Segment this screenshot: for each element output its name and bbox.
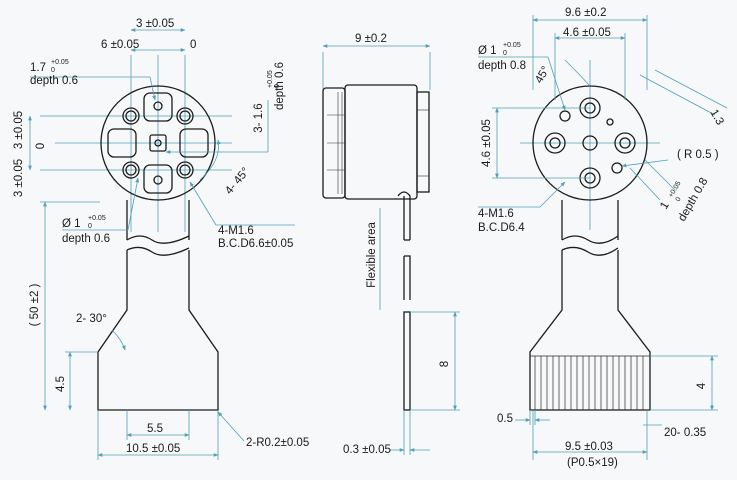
rear-width-4-6: 4.6 ±0.05	[563, 27, 611, 39]
thickness-0-3: 0.3 ±0.05	[343, 444, 391, 456]
phi-1-rear-tol-dn: 0	[503, 50, 507, 57]
phi-1-front-tol-dn: 0	[88, 223, 92, 230]
contact-fingers	[530, 355, 650, 410]
flexible-area: Flexible area	[366, 221, 378, 287]
dim-1-7-tol-up: +0.05	[51, 59, 69, 66]
rear-angle-45: 45°	[533, 64, 552, 85]
angle-2-30: 2- 30°	[76, 313, 107, 325]
dim-1-7: 1.7	[30, 62, 46, 74]
side-view: 9 ±0.2 Flexible area 8 0.3 ±0.05	[322, 33, 460, 456]
radius-2-r0-2: 2-R0.2±0.05	[246, 437, 309, 449]
depth-0-6-c: depth 0.6	[62, 233, 110, 245]
depth-0-6-a: depth 0.6	[30, 75, 78, 87]
dim-0-5: 0.5	[497, 413, 513, 425]
dim-3-top: 3 ±0.05	[136, 18, 174, 30]
width-10-5: 10.5 ±0.05	[126, 443, 180, 455]
front-screw-holes	[122, 101, 194, 185]
dim-1-3: 1.3	[707, 108, 725, 128]
side-width-9: 9 ±0.2	[355, 33, 387, 45]
width-9-5: 9.5 ±0.03	[565, 441, 613, 453]
rear-width-9-6: 9.6 ±0.2	[565, 7, 606, 19]
dim-1-rear-tol-up: +0.05	[668, 180, 683, 199]
fingers-20-0-35: 20- 0.35	[664, 427, 706, 439]
rear-view: 9.6 ±0.2 4.6 ±0.05 Ø 1 +0.05 0 depth 0.8…	[478, 7, 728, 469]
dim-3-1-6-tol-up: +0.05	[267, 70, 274, 88]
dim-3-1-6-tol-dn: 0	[274, 84, 281, 88]
height-4-5: 4.5	[55, 376, 67, 392]
phi-1-front: Ø 1	[62, 218, 81, 230]
bcd-rear: B.C.D6.4	[478, 222, 525, 234]
dim-1-rear-tol-dn: 0	[675, 196, 683, 203]
dim-1-7-tol-dn: 0	[51, 67, 55, 74]
side-height-8: 8	[439, 361, 451, 367]
phi-1-rear: Ø 1	[478, 45, 497, 57]
depth-0-8-a: depth 0.8	[478, 60, 526, 72]
phi-1-rear-tol-up: +0.05	[503, 42, 521, 49]
radius-r0-5: ( R 0.5 )	[677, 149, 719, 161]
phi-1-front-tol-up: +0.05	[88, 215, 106, 222]
bcd-front: B.C.D6.6±0.05	[218, 238, 293, 250]
front-view: 3 ±0.05 6 ±0.05 0 1.7 +0.05 0 depth 0.6 …	[13, 18, 309, 460]
front-disc	[100, 85, 216, 201]
dim-1-rear: 1	[658, 200, 672, 212]
depth-0-6-b: depth 0.6	[274, 62, 286, 110]
m1-6-rear: 4-M1.6	[478, 208, 514, 220]
rear-height-4-6: 4.6 ±0.05	[481, 119, 493, 167]
dim-3-1-6: 3- 1.6	[253, 103, 265, 132]
length-50: ( 50 ±2 )	[29, 283, 41, 326]
rear-height-4: 4	[696, 382, 708, 389]
width-5-5: 5.5	[147, 423, 163, 435]
dim-3-dn: 3 ±0.05	[13, 159, 25, 197]
rear-holes	[544, 97, 636, 189]
zero-left: 0	[35, 143, 47, 149]
m1-6-front: 4-M1.6	[218, 225, 254, 237]
zero-top: 0	[190, 39, 196, 51]
dim-3-up: 3 ±0.05	[13, 111, 25, 149]
pitch: (P0.5×19)	[567, 457, 618, 469]
dim-6: 6 ±0.05	[101, 39, 139, 51]
